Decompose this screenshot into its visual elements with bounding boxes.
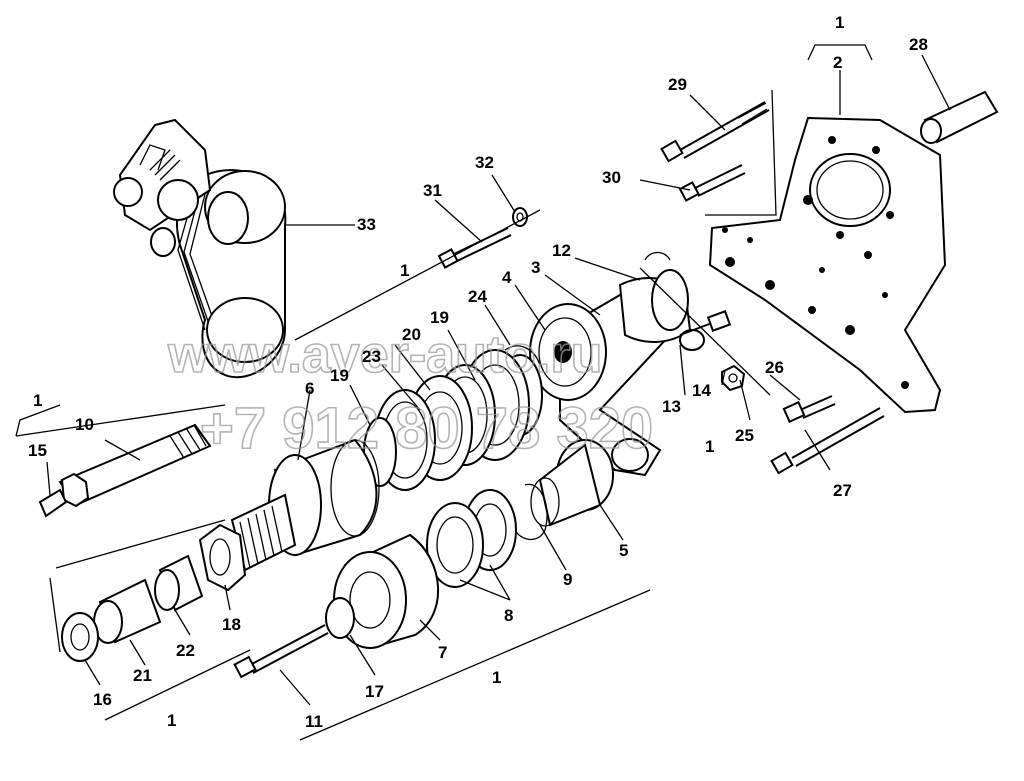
bolt-27 [770, 407, 885, 475]
mounting-plate [708, 116, 947, 414]
callout-27: 27 [833, 481, 852, 500]
callout-4: 4 [502, 268, 512, 287]
group-brackets [15, 44, 873, 741]
threaded-shaft-18 [198, 493, 297, 592]
nut-14 [721, 364, 746, 392]
callout-5: 5 [619, 541, 628, 560]
callout-22: 22 [176, 641, 195, 660]
washer-17 [325, 597, 355, 639]
callout-1-c: 1 [705, 437, 714, 456]
sleeve-22 [154, 554, 204, 612]
callout-labels: 1 2 28 29 30 32 31 33 12 1 4 3 24 19 20 … [28, 13, 928, 731]
bolt-29 [660, 101, 770, 163]
bearing-stack [363, 345, 543, 491]
bolt-31 [437, 207, 528, 269]
callout-18: 18 [222, 615, 241, 634]
callout-13: 13 [662, 397, 681, 416]
callout-20: 20 [402, 325, 421, 344]
shaft-10 [38, 423, 212, 518]
callout-32: 32 [475, 153, 494, 172]
callout-1-b: 1 [400, 261, 409, 280]
callout-33: 33 [357, 215, 376, 234]
bolt-30 [678, 164, 746, 202]
callout-2: 2 [833, 53, 842, 72]
callout-29: 29 [668, 75, 687, 94]
callout-1: 1 [835, 13, 844, 32]
bolt-11 [233, 624, 329, 679]
callout-26: 26 [765, 358, 784, 377]
spindle-5 [530, 439, 614, 527]
callout-16: 16 [93, 690, 112, 709]
leader-lines [46, 54, 951, 706]
clip-9 [514, 483, 548, 541]
callout-9: 9 [563, 570, 572, 589]
callout-7: 7 [438, 643, 447, 662]
callout-28: 28 [909, 35, 928, 54]
sleeve-21 [93, 578, 162, 644]
bushing-12 [618, 251, 705, 351]
callout-11: 11 [305, 712, 323, 731]
callout-31: 31 [423, 181, 442, 200]
callout-15: 15 [28, 441, 47, 460]
callout-1-d: 1 [33, 391, 42, 410]
callout-1-f: 1 [167, 711, 176, 730]
callout-19-b: 19 [330, 366, 349, 385]
callout-3: 3 [531, 258, 540, 277]
callout-24: 24 [468, 287, 487, 306]
bearings-8 [426, 489, 517, 588]
callout-10: 10 [75, 415, 94, 434]
belt-drive-assembly [113, 118, 287, 379]
callout-19: 19 [430, 308, 449, 327]
watermark-phone: +7 912 80 78 320 [200, 396, 653, 461]
callout-14: 14 [692, 381, 711, 400]
callout-12: 12 [552, 241, 571, 260]
callout-8: 8 [504, 606, 513, 625]
watermark-site: www.aver-auto.ru [167, 326, 602, 384]
pin-28 [920, 90, 999, 144]
callout-23: 23 [362, 347, 381, 366]
callout-21: 21 [133, 666, 152, 685]
callout-1-e: 1 [492, 668, 501, 687]
bolt-26 [782, 395, 836, 423]
callout-17: 17 [365, 682, 384, 701]
callout-30: 30 [602, 168, 621, 187]
callout-25: 25 [735, 426, 754, 445]
ring-16 [61, 612, 99, 662]
callout-6: 6 [305, 379, 314, 398]
